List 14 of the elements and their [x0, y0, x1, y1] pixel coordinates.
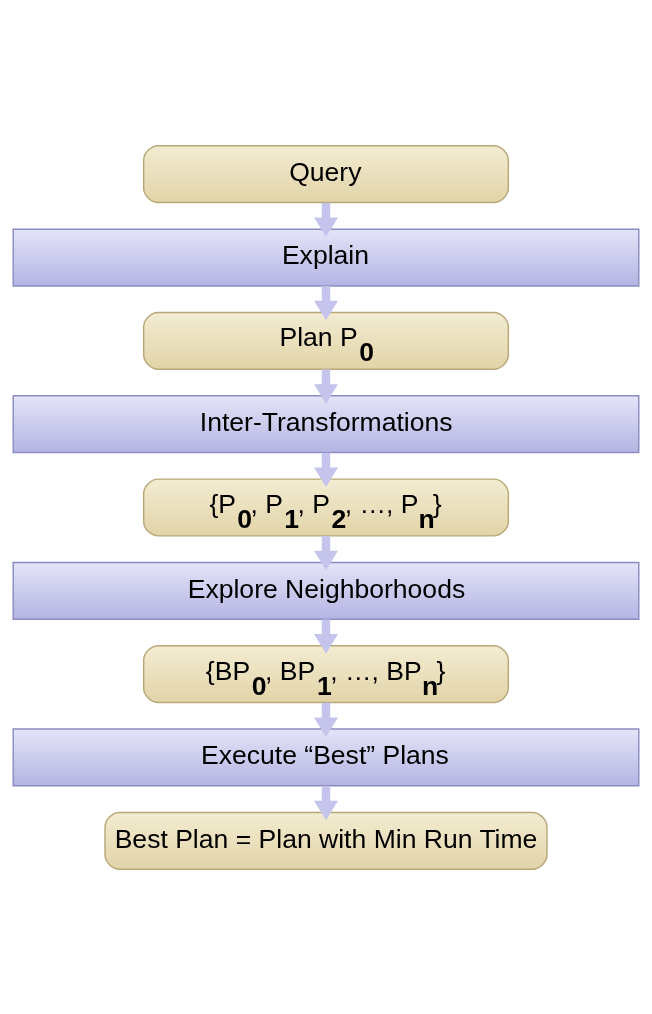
node-box: Explore Neighborhoods	[12, 561, 640, 620]
arrow	[314, 785, 338, 820]
arrow	[314, 285, 338, 320]
arrow	[314, 452, 338, 487]
arrow	[314, 702, 338, 737]
arrow	[314, 618, 338, 654]
node-box: Query	[142, 144, 510, 203]
node-box: Inter-Transformations	[12, 394, 640, 453]
node-box: Explain	[12, 227, 640, 287]
node-box: Execute “Best” Plans	[12, 727, 640, 787]
arrow	[314, 202, 338, 237]
arrow	[314, 368, 338, 404]
node-box: Best Plan = Plan with Min Run Time	[104, 811, 548, 870]
arrow	[314, 535, 338, 570]
